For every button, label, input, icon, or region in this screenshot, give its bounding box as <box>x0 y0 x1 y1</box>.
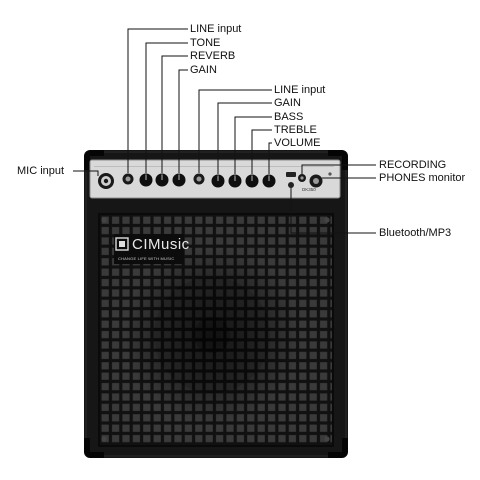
label-phones-monitor: PHONES monitor <box>379 172 466 184</box>
brand-logo: CIMusic CHANGE LIFE WITH MUSIC <box>116 236 189 262</box>
line-input-jack-1[interactable] <box>122 173 134 185</box>
gain-knob-1[interactable] <box>172 173 186 187</box>
tone-knob[interactable] <box>139 173 153 187</box>
reverb-knob[interactable] <box>155 173 169 187</box>
bass-knob[interactable] <box>228 174 242 188</box>
leader-lines <box>73 28 376 234</box>
phones-monitor-jack[interactable] <box>309 174 323 188</box>
label-tone: TONE <box>190 37 221 49</box>
label-reverb: REVERB <box>190 50 236 62</box>
volume-knob[interactable] <box>262 174 276 188</box>
label-line-input-1: LINE input <box>190 23 242 35</box>
label-bluetooth-mp3: Bluetooth/MP3 <box>379 227 452 239</box>
label-mic-input: MIC input <box>17 165 65 177</box>
brand-logo-plate <box>114 234 184 264</box>
brand-tagline: CHANGE LIFE WITH MUSIC <box>118 256 175 261</box>
label-recording: RECORDING <box>379 159 447 171</box>
speaker-grille <box>98 213 334 447</box>
screw-icon <box>324 436 330 442</box>
treble-knob[interactable] <box>245 174 259 188</box>
screw-icon <box>101 217 107 223</box>
label-gain-1: GAIN <box>190 64 217 76</box>
gain-knob-2[interactable] <box>211 174 225 188</box>
screw-icon <box>324 217 330 223</box>
model-badge: DK350 <box>302 187 316 192</box>
bluetooth-mp3-input[interactable] <box>286 172 296 188</box>
label-gain-2: GAIN <box>274 97 301 109</box>
recording-output-jack[interactable] <box>298 174 306 182</box>
power-indicator <box>328 172 332 176</box>
brand-name: CIMusic <box>132 236 190 253</box>
label-line-input-2: LINE input <box>274 84 326 96</box>
line-input-jack-2[interactable] <box>193 173 205 185</box>
mic-input-jack[interactable] <box>98 173 114 189</box>
label-volume: VOLUME <box>274 137 321 149</box>
screw-icon <box>101 436 107 442</box>
label-bass: BASS <box>274 111 304 123</box>
label-treble: TREBLE <box>274 124 317 136</box>
